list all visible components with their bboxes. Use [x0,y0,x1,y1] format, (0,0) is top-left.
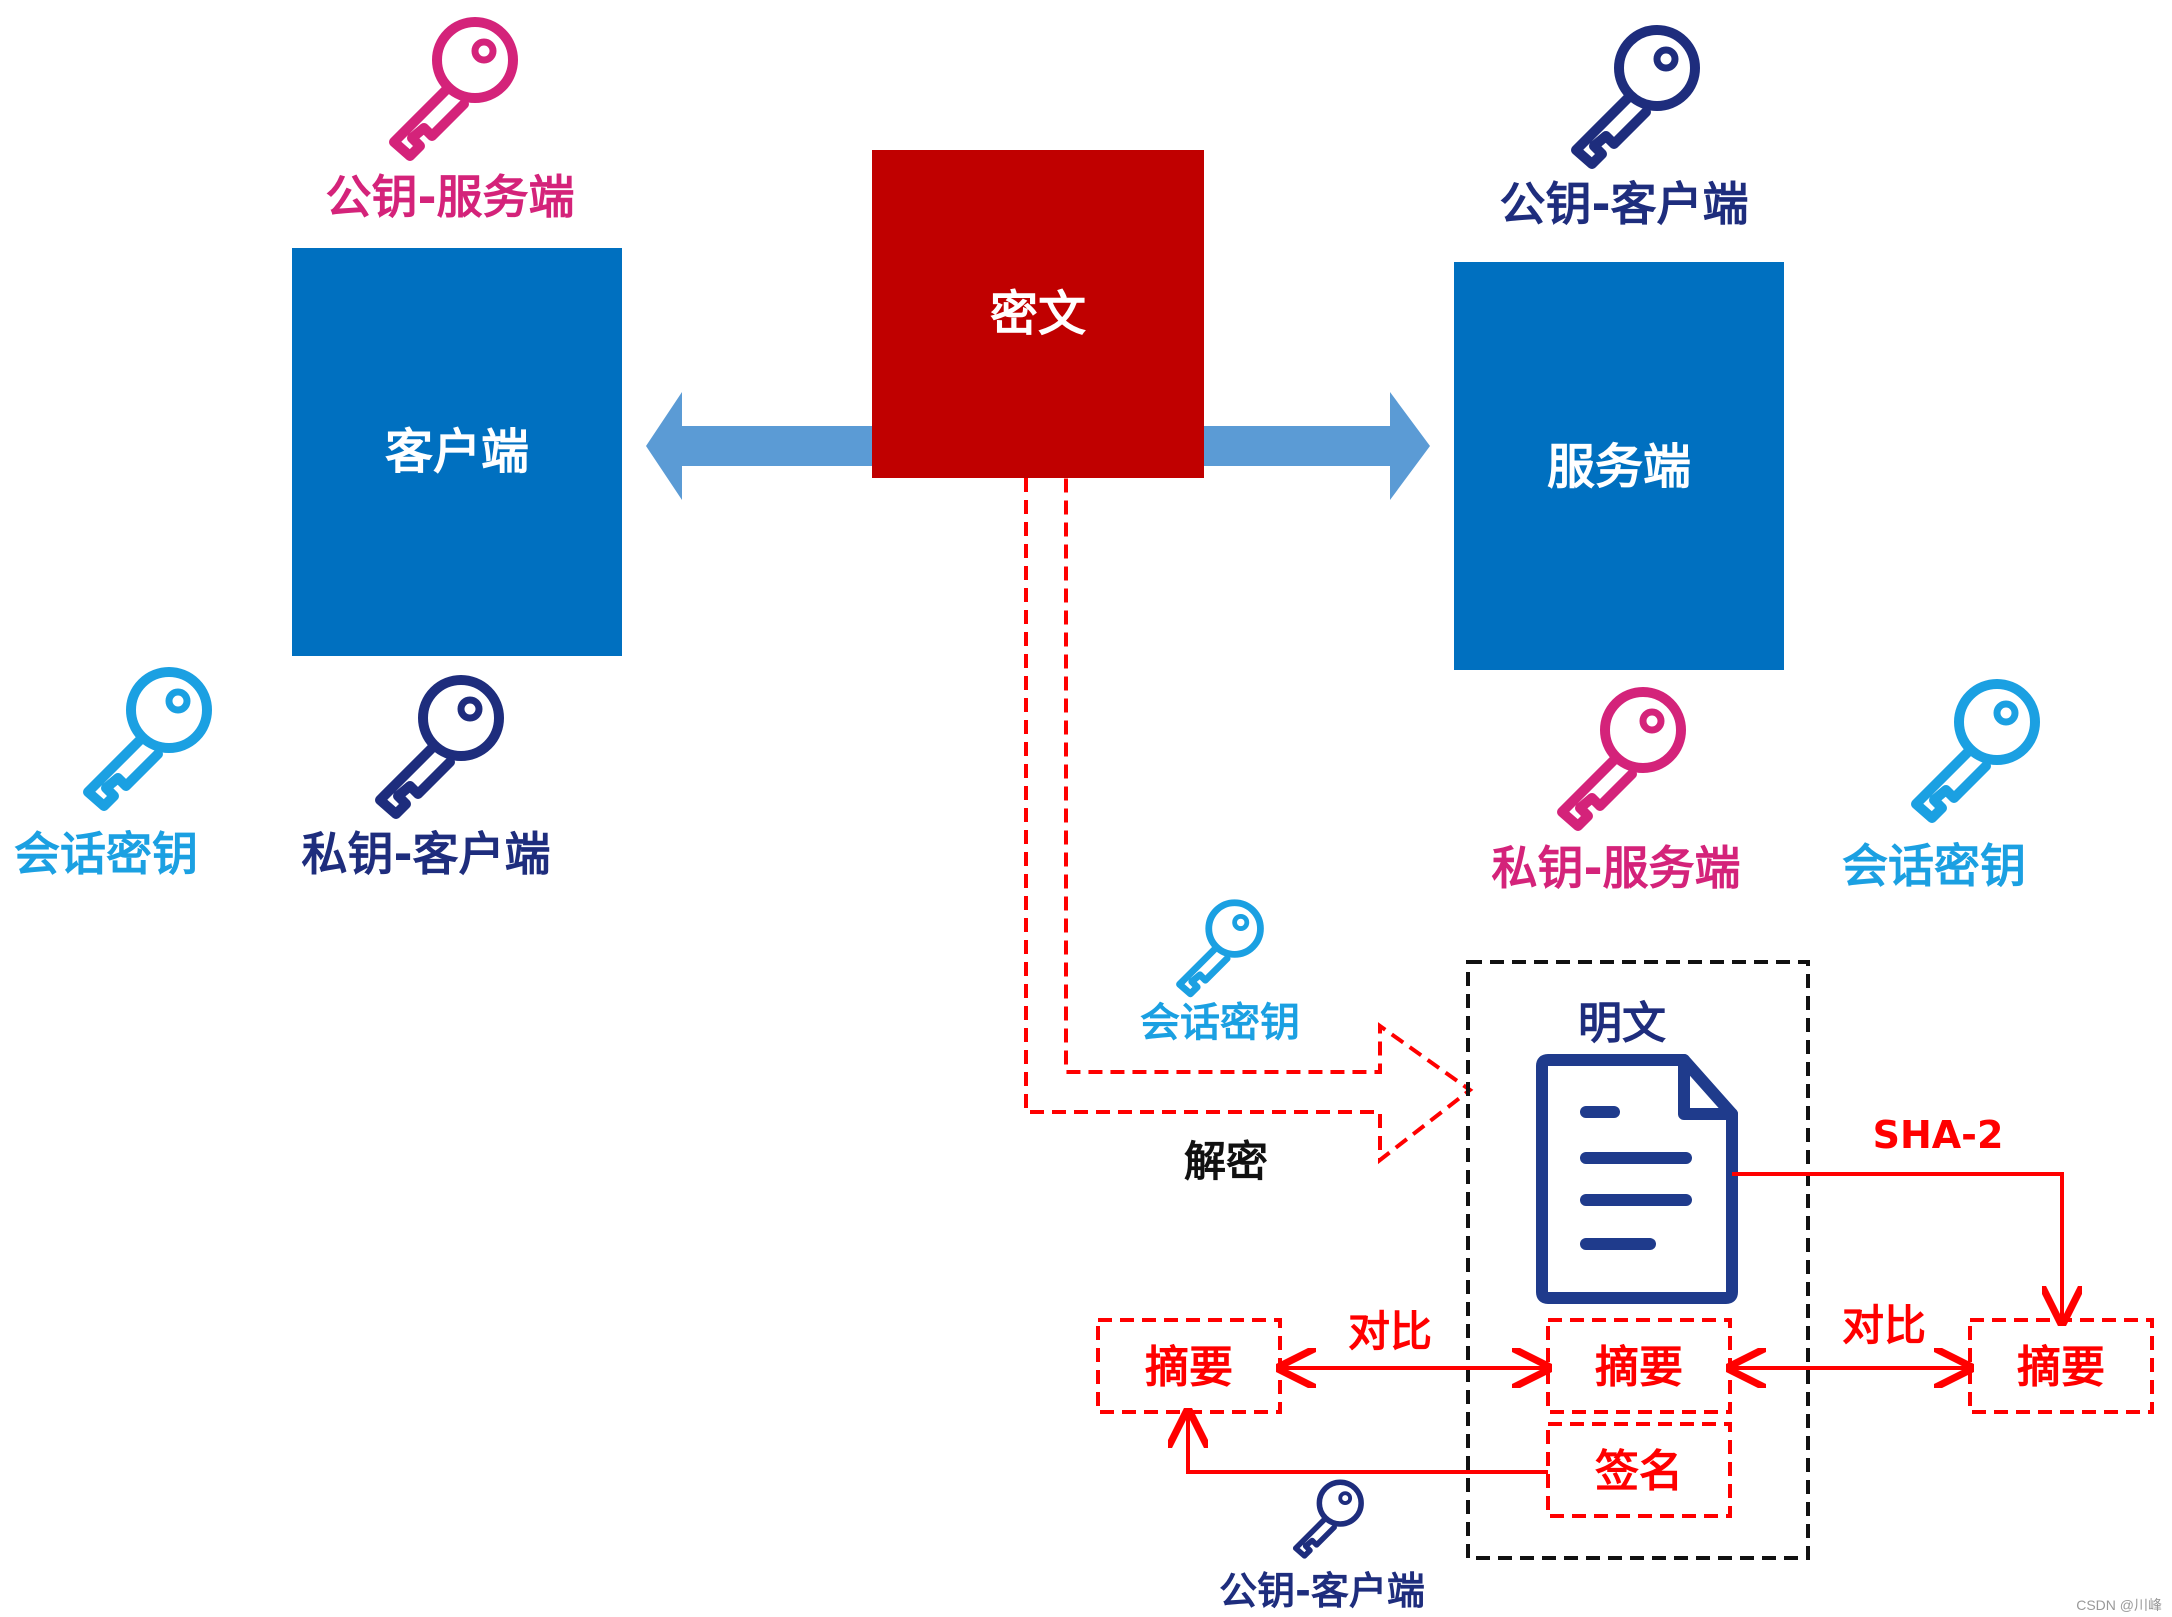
server-privkey-label: 私钥-服务端 [1491,841,1740,895]
decrypt-arrow [1024,478,1474,1165]
signature-verify-arrow [1188,1416,1548,1474]
ciphertext-box [872,150,1204,478]
key-icon [1296,1482,1361,1556]
server-session-key-label: 会话密钥 [1842,839,2026,893]
client-session-key-label: 会话密钥 [14,827,198,881]
decrypt-label: 解密 [1184,1137,1268,1186]
document-icon [1536,1054,1738,1304]
client-box [292,248,622,656]
server-box [1454,262,1784,670]
digest-mid-label: 摘要 [1595,1342,1683,1393]
key-icon [1576,30,1695,164]
sha2-arrow [1732,1172,2062,1318]
decrypt-session-key-label: 会话密钥 [1140,1000,1300,1046]
signature-box [1546,1422,1732,1518]
arrow-to-client [646,392,872,500]
plaintext-group [1466,960,1810,1560]
server-pubkey-client-label: 公钥-客户端 [1499,177,1748,231]
client-pubkey-server-label: 公钥-服务端 [325,170,574,224]
digest-left-label: 摘要 [1145,1342,1233,1393]
key-icon [88,672,207,806]
arrow-to-server [1200,392,1430,500]
compare-left-label: 对比 [1348,1307,1432,1356]
sha2-label: SHA-2 [1873,1113,2004,1157]
key-icon [380,680,499,814]
client-box-label: 客户端 [385,424,529,480]
digest-right-label: 摘要 [2017,1342,2105,1393]
key-icon [1180,903,1261,994]
client-privkey-label: 私钥-客户端 [301,827,550,881]
server-box-label: 服务端 [1547,439,1691,495]
key-icon [394,22,513,156]
watermark: CSDN @川峰 [2076,1597,2162,1613]
compare-right-label: 对比 [1842,1301,1926,1350]
plaintext-label: 明文 [1578,998,1666,1049]
signature-label: 签名 [1595,1446,1683,1497]
key-icon [1916,684,2035,818]
bottom-pubkey-client-label: 公钥-客户端 [1219,1569,1425,1613]
digest-right-box [1968,1318,2154,1414]
ciphertext-box-label: 密文 [990,286,1086,342]
key-icon [1562,692,1681,826]
